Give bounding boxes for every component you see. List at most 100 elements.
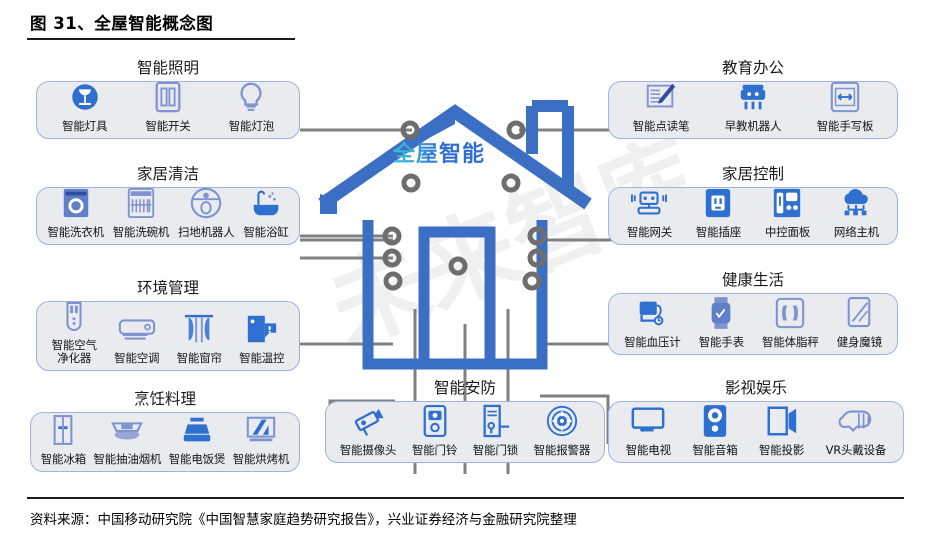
item-cell[interactable]: 智能摄像头	[338, 401, 399, 457]
item-cell[interactable]: 智能洗碗机	[111, 183, 172, 239]
item-cell[interactable]: 智能抽油烟机	[91, 410, 163, 466]
body-fat-scale-icon	[774, 293, 806, 333]
item-cell[interactable]: 智能灯具	[60, 77, 109, 133]
item-cell[interactable]: 智能网关	[625, 183, 674, 239]
item-cell[interactable]: 智能烘烤机	[231, 410, 292, 466]
fitness-mirror-icon	[845, 293, 873, 333]
item-cell[interactable]: 智能插座	[694, 183, 743, 239]
group-panel[interactable]: 智能洗衣机 智能洗碗机 扫地机器人	[36, 187, 300, 245]
item-cell[interactable]: 智能灯泡	[227, 77, 276, 133]
oven-icon	[245, 410, 277, 450]
item-label: 智能浴缸	[243, 225, 289, 240]
item-cell[interactable]: 智能空气 净化器	[50, 296, 99, 365]
camera-icon	[351, 401, 385, 441]
item-label: 智能抽油烟机	[93, 452, 162, 467]
item-cell[interactable]: 智能冰箱	[39, 410, 88, 466]
group-education-office: 教育办公 智能点读笔 早教机器人	[608, 56, 898, 139]
item-label: VR头戴设备	[825, 443, 887, 458]
item-cell[interactable]: 早教机器人	[723, 77, 784, 133]
lamp-icon	[68, 77, 102, 117]
item-cell[interactable]: 智能体脂秤	[760, 293, 821, 349]
refrigerator-icon	[50, 410, 76, 450]
item-cell[interactable]: 中控面板	[763, 183, 812, 239]
door-lock-icon	[479, 401, 511, 441]
projector-icon	[765, 401, 799, 441]
item-cell[interactable]: 智能开关	[143, 77, 192, 133]
item-label: 智能投影	[758, 443, 805, 458]
item-cell[interactable]: 智能投影	[757, 401, 806, 457]
group-panel[interactable]: 智能血压计 智能手表 智能体脂秤	[608, 293, 898, 355]
item-label: 智能空调	[114, 351, 160, 366]
item-label: 智能血压计	[624, 335, 681, 350]
group-panel[interactable]: 智能冰箱 智能抽油烟机 智能电饭煲	[30, 412, 300, 472]
air-purifier-icon	[60, 296, 88, 336]
item-cell[interactable]: 智能空调	[112, 309, 161, 365]
blood-pressure-monitor-icon	[634, 293, 670, 333]
item-cell[interactable]: 智能浴缸	[241, 183, 290, 239]
group-panel[interactable]: 智能灯具 智能开关 智能灯泡	[36, 81, 300, 139]
group-entertainment: 影视娱乐 智能电视 智能音箱	[608, 376, 904, 463]
diagram-canvas: 未来智库	[0, 44, 931, 494]
group-panel[interactable]: 智能网关 智能插座 中控面板	[608, 187, 898, 245]
group-home-control: 家居控制 智能网关 智能插座	[608, 162, 898, 245]
group-panel[interactable]: 智能电视 智能音箱 智能投影	[608, 401, 904, 463]
group-panel[interactable]: 智能点读笔 早教机器人 智能手写板	[608, 81, 898, 139]
group-title: 智能安防	[433, 379, 496, 397]
item-label: 智能音箱	[692, 443, 738, 458]
item-cell[interactable]: 智能洗衣机	[45, 183, 106, 239]
item-cell[interactable]: 智能手写板	[815, 77, 876, 133]
item-label: 智能洗碗机	[112, 225, 170, 240]
item-cell[interactable]: 智能音箱	[690, 401, 739, 457]
group-title: 家居清洁	[136, 165, 199, 183]
group-environment-management: 环境管理 智能空气 净化器 智能空调	[36, 276, 300, 371]
item-label: 智能洗衣机	[47, 225, 104, 240]
item-cell[interactable]: 智能电饭煲	[167, 410, 228, 466]
item-label: 智能门铃	[411, 443, 458, 458]
item-label: 扫地机器人	[178, 225, 235, 240]
item-label: 网络主机	[833, 225, 880, 240]
speaker-icon	[701, 401, 729, 441]
item-cell[interactable]: 智能电视	[624, 401, 673, 457]
item-cell[interactable]: 网络主机	[832, 183, 881, 239]
item-label: 智能灯具	[62, 119, 108, 134]
item-label: 智能温控	[239, 351, 285, 366]
item-cell[interactable]: VR头戴设备	[824, 401, 889, 457]
item-label: 智能电饭煲	[168, 452, 226, 467]
item-cell[interactable]: 扫地机器人	[176, 183, 237, 239]
item-label: 智能开关	[145, 119, 191, 134]
item-cell[interactable]: 智能手表	[697, 293, 746, 349]
gateway-icon	[631, 183, 668, 223]
item-label: 智能电视	[625, 443, 671, 458]
item-label: 中控面板	[764, 225, 811, 240]
item-label: 智能灯泡	[228, 119, 274, 134]
item-cell[interactable]: 智能血压计	[622, 293, 683, 349]
education-robot-icon	[736, 77, 770, 117]
network-host-icon	[838, 183, 874, 223]
item-cell[interactable]: 健身魔镜	[835, 293, 884, 349]
group-panel[interactable]: 智能空气 净化器 智能空调 智能窗帘	[36, 301, 300, 371]
item-cell[interactable]: 智能窗帘	[175, 309, 224, 365]
item-cell[interactable]: 智能温控	[237, 309, 286, 365]
group-title: 智能照明	[136, 59, 199, 77]
group-smart-lighting: 智能照明 智能灯具 智能开关	[36, 56, 300, 139]
item-cell[interactable]: 智能门锁	[471, 401, 520, 457]
item-cell[interactable]: 智能点读笔	[631, 77, 692, 133]
group-title: 教育办公	[721, 59, 784, 77]
item-label: 智能点读笔	[632, 119, 690, 134]
item-label: 智能网关	[626, 225, 673, 240]
switch-icon	[153, 77, 183, 117]
group-title: 健康生活	[721, 271, 784, 289]
item-label: 智能报警器	[533, 443, 591, 458]
house-label: 全屋智能	[393, 136, 485, 168]
item-label: 智能冰箱	[40, 452, 86, 467]
curtain-icon	[183, 309, 215, 349]
group-panel[interactable]: 智能摄像头 智能门铃 智能门锁	[325, 401, 605, 463]
vr-headset-icon	[838, 401, 874, 441]
group-security: 智能安防 智能摄像头 智能门铃	[325, 376, 605, 463]
item-cell[interactable]: 智能门铃	[410, 401, 459, 457]
item-cell[interactable]: 智能报警器	[532, 401, 593, 457]
item-label: 智能窗帘	[176, 351, 222, 366]
smart-watch-icon	[707, 293, 735, 333]
item-label: 智能手写板	[816, 119, 874, 134]
